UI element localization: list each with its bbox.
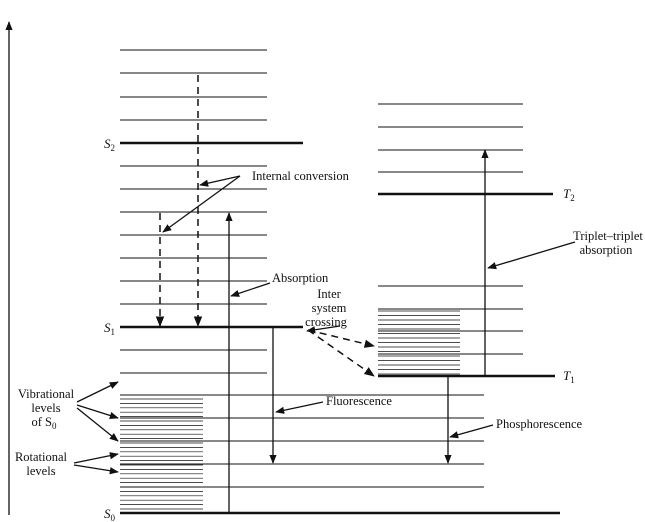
phosphorescence-label: Phosphorescence — [496, 417, 583, 431]
isc-arrow-1 — [307, 329, 376, 348]
absorption-label: Absorption — [272, 271, 329, 285]
t1-label: T1 — [563, 368, 575, 385]
s2-label: S2 — [104, 136, 115, 153]
ground-state-levels — [120, 394, 560, 515]
s1-label: S1 — [104, 320, 115, 337]
rotational-levels — [120, 398, 203, 510]
isc-label-line1: Inter — [317, 287, 341, 301]
triplet-levels — [378, 103, 555, 378]
triplet-rotational-levels — [378, 310, 460, 375]
isc-label-line2: system — [312, 301, 347, 315]
vibrational-label-line3: of S0 — [32, 415, 58, 431]
vibrational-label-line1: Vibrational — [18, 387, 75, 401]
t2-label: T2 — [563, 186, 575, 203]
internal-conversion-label: Internal conversion — [252, 169, 350, 183]
isc-label-line3: crossing — [305, 315, 347, 329]
rotational-label-line1: Rotational — [15, 450, 68, 464]
s0-label: S0 — [104, 506, 116, 522]
rotational-label-line2: levels — [26, 464, 55, 478]
isc-arrow-2 — [307, 329, 375, 377]
fluorescence-label: Fluorescence — [326, 394, 392, 408]
label-pointers — [73, 175, 576, 475]
singlet-levels — [120, 49, 303, 374]
triplet-absorption-label-line2: absorption — [580, 243, 634, 257]
triplet-absorption-label-line1: Triplet–triplet — [573, 229, 643, 243]
vibrational-label-line2: levels — [31, 401, 60, 415]
